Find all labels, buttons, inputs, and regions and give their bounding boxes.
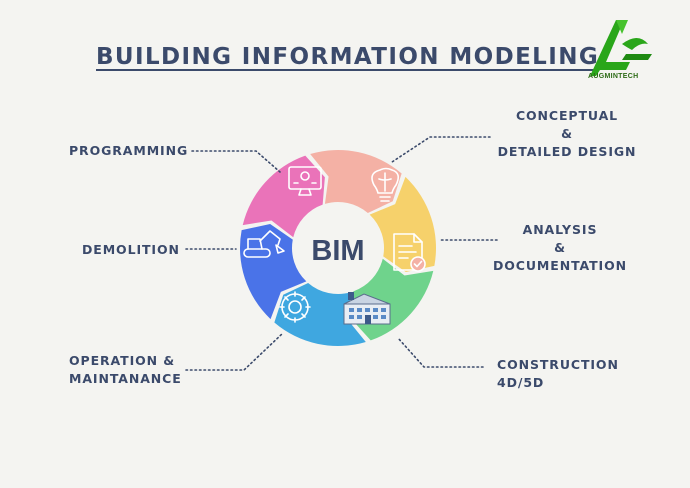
augmintech-logo-icon [590, 20, 652, 76]
page-title: BUILDING INFORMATION MODELING [96, 44, 600, 70]
building-icon [343, 292, 391, 325]
label-conceptual: CONCEPTUAL & DETAILED DESIGN [492, 107, 642, 161]
computer-gear-icon [288, 166, 322, 196]
label-line: PROGRAMMING [69, 143, 189, 158]
brain-bulb-icon [371, 167, 400, 202]
label-operation: OPERATION & MAINTANANCE [69, 352, 182, 388]
label-construction: CONSTRUCTION 4D/5D [497, 356, 619, 392]
label-analysis: ANALYSIS & DOCUMENTATION [485, 221, 635, 275]
label-demolition: DEMOLITION [82, 241, 180, 259]
label-line: DETAILED DESIGN [497, 144, 637, 159]
label-line: MAINTANANCE [69, 371, 182, 386]
segment-programming [240, 223, 307, 320]
bim-center-text: BIM [311, 235, 364, 267]
label-line: DOCUMENTATION [493, 258, 627, 273]
label-programming: PROGRAMMING [69, 142, 188, 160]
label-line: CONSTRUCTION [497, 357, 619, 372]
segment-demolition [274, 282, 366, 346]
connector-conceptual [391, 136, 491, 163]
segment-conceptual [242, 155, 325, 238]
segment-analysis [310, 150, 402, 214]
connector-programming [191, 150, 281, 173]
connector-construction [397, 337, 484, 368]
label-line: & [561, 126, 573, 141]
label-line: 4D/5D [497, 375, 545, 390]
label-line: OPERATION & [69, 353, 176, 368]
label-line: DEMOLITION [82, 242, 180, 257]
label-line: & [554, 240, 566, 255]
segment-construction [369, 176, 436, 273]
label-line: CONCEPTUAL [515, 108, 619, 123]
logo-text: AUGMINTECH [588, 73, 639, 80]
document-check-icon [393, 233, 426, 272]
connector-operation [185, 332, 284, 371]
label-line: ANALYSIS [522, 222, 598, 237]
excavator-icon [243, 230, 285, 258]
gear-wrench-icon [279, 291, 311, 323]
